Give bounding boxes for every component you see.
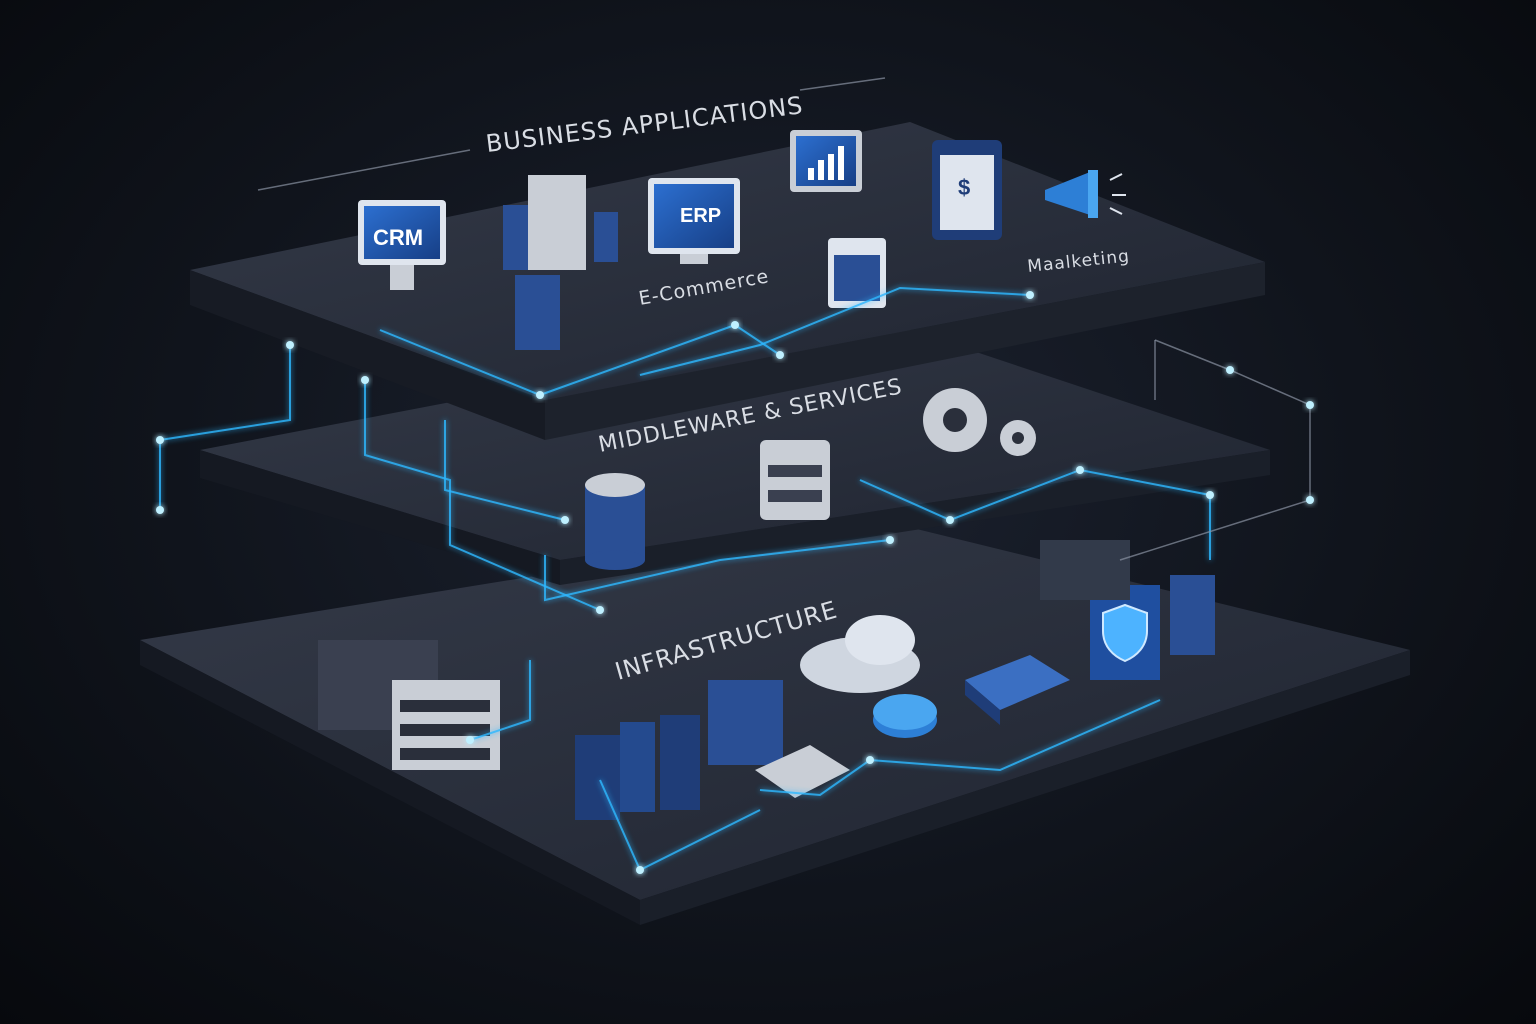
crm-app-icon: CRM xyxy=(358,200,446,290)
connection-nodes xyxy=(156,291,1314,874)
title-rule-left xyxy=(257,149,471,191)
gears-icon xyxy=(923,388,1036,456)
analytics-chart-icon xyxy=(790,130,862,192)
title-rule-right xyxy=(799,77,886,91)
erp-app-icon: ERP xyxy=(648,178,740,264)
dollar-icon: $ xyxy=(958,175,970,200)
erp-label: ERP xyxy=(680,205,721,227)
finance-tablet-icon: $ xyxy=(932,140,1002,240)
calendar-icon xyxy=(828,238,886,308)
infrastructure-layer: INFRASTRUCTURE xyxy=(140,520,1410,925)
office-buildings-icon xyxy=(503,175,618,350)
crm-label: CRM xyxy=(373,225,423,250)
server-rack-icon xyxy=(318,640,500,770)
business-applications-layer: MIDDLEWARE & SERVICES CRM ERP E-Commerce xyxy=(190,122,1265,458)
database-icon xyxy=(585,473,645,570)
server-icon xyxy=(760,440,830,520)
server-tower-icon xyxy=(575,680,783,820)
storage-disk-icon xyxy=(873,694,937,738)
middleware-layer xyxy=(200,320,1270,585)
cloud-icon xyxy=(800,615,920,693)
megaphone-icon xyxy=(1045,170,1126,218)
keypad-device-icon xyxy=(755,745,850,798)
security-shield-icon xyxy=(1090,585,1160,680)
server-stack-icon xyxy=(1040,540,1215,655)
network-switch-icon xyxy=(965,655,1070,725)
business-applications-title: BUSINESS APPLICATIONS xyxy=(484,91,805,158)
